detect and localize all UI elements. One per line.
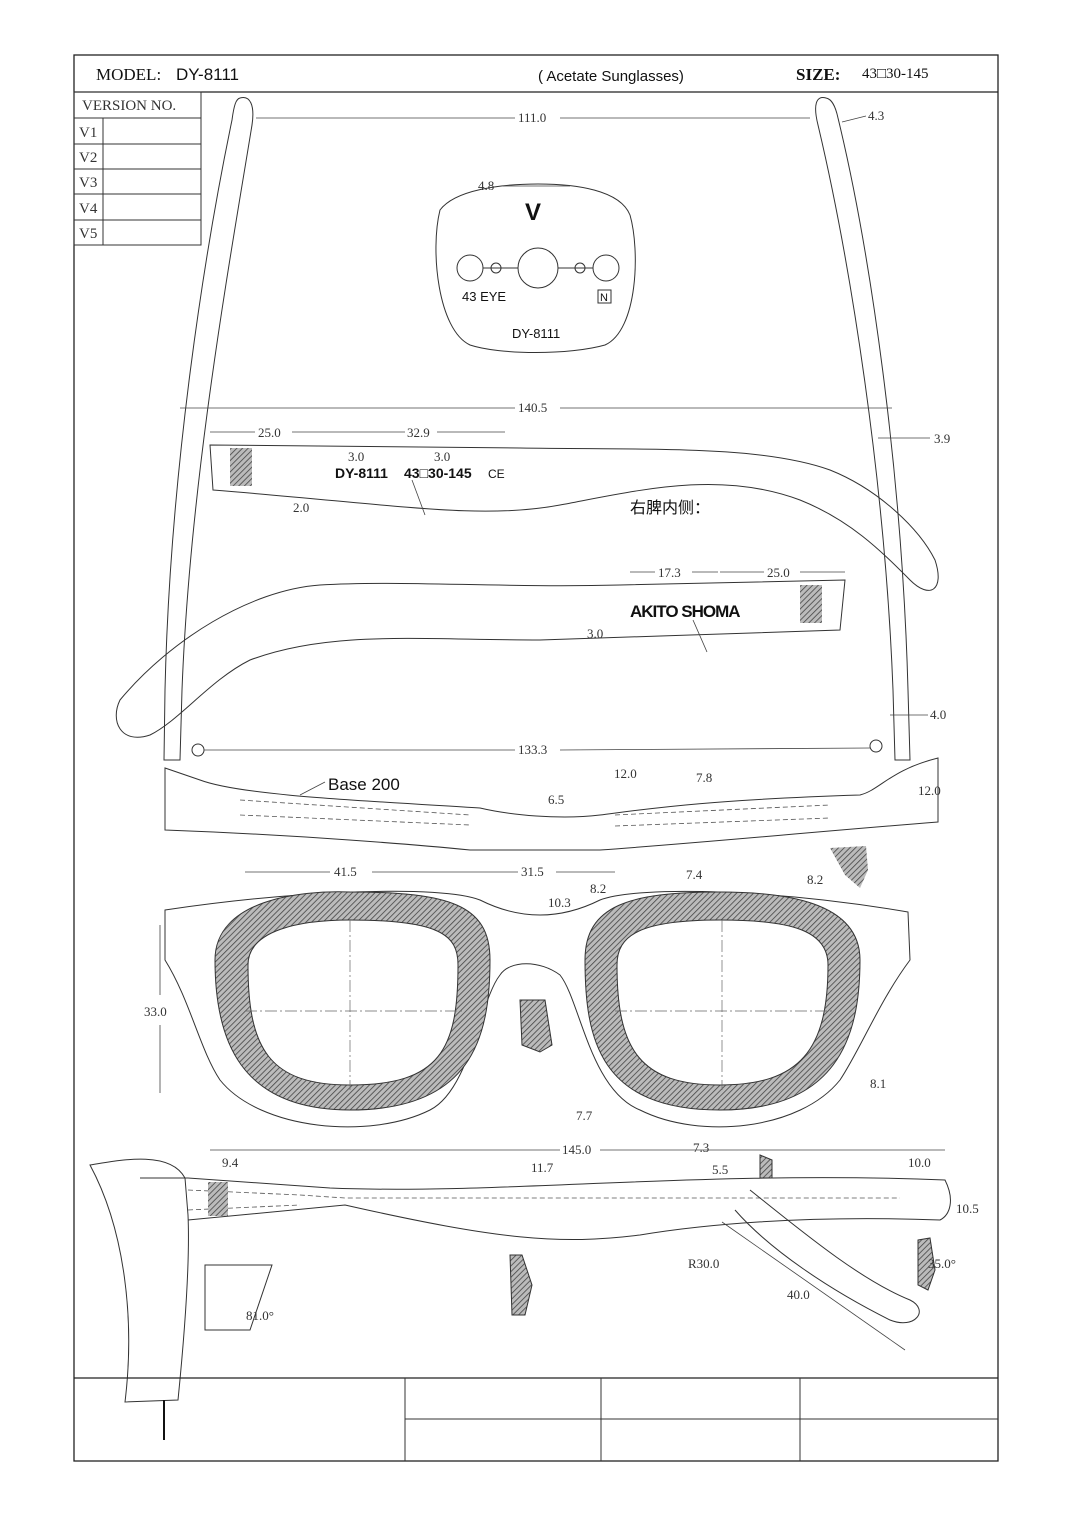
dim-rim-outer: 8.1 [870, 1076, 886, 1091]
dim-radius: R30.0 [688, 1256, 719, 1271]
dim-logo-offset-right: 25.0 [767, 565, 790, 580]
tag-model: DY-8111 [512, 326, 560, 341]
dim-bridge: 6.5 [548, 792, 564, 807]
tag-n-mark: N [600, 292, 608, 304]
nose-pad-section [830, 846, 868, 888]
version-row: V5 [79, 226, 97, 242]
version-row: V2 [79, 150, 97, 166]
right-temple-print: 17.3 25.0 AKITO SHOMA 3.0 [115, 565, 846, 738]
dim-rim-right: 8.2 [807, 872, 823, 887]
dim-bend: 40.0 [787, 1287, 810, 1302]
dim-rim-top: 7.4 [686, 867, 703, 882]
size-value: 43□30-145 [862, 66, 929, 82]
product-type: ( Acetate Sunglasses) [538, 68, 684, 85]
version-row: V1 [79, 125, 97, 141]
model-label: MODEL: [96, 65, 161, 84]
hinge-pin-icon [230, 448, 252, 486]
tag-logo: V [525, 199, 541, 226]
dim-temple-thickness: 3.9 [934, 431, 950, 446]
dim-tip-span: 111.0 [518, 110, 546, 125]
dim-tip-angle: 35.0° [928, 1256, 956, 1271]
side-view: 145.0 9.4 11.7 5.5 10.0 10.5 R30.0 35.0°… [89, 1142, 979, 1403]
dim-rim-bottom: 7.3 [693, 1140, 709, 1155]
dim-tip-height: 10.5 [956, 1201, 979, 1216]
model-value: DY-8111 [176, 65, 239, 84]
hinge-screw-left [191, 743, 205, 757]
dim-rim: 7.8 [696, 770, 712, 785]
dim-bridge-top: 12.0 [614, 766, 637, 781]
lens-tag: 4.8 V 43 EYE N DY-8111 [435, 178, 636, 353]
front-view: 41.5 31.5 8.2 7.4 8.2 10.3 33.0 8.1 7.7 … [144, 864, 911, 1155]
base-label: Base 200 [328, 775, 400, 794]
dim-side-hinge: 9.4 [222, 1155, 239, 1170]
hinge-screw-right [869, 739, 883, 753]
dim-bridge-height: 10.3 [548, 895, 571, 910]
version-table: VERSION NO. V1 V2 V3 V4 V5 [73, 91, 202, 246]
dim-pantoscopic: 81.0° [246, 1308, 274, 1323]
dim-tip-end: 10.0 [908, 1155, 931, 1170]
title-block [74, 1377, 998, 1461]
dim-brand-length: 17.3 [658, 565, 681, 580]
dim-tip-thickness: 4.3 [868, 108, 884, 123]
dim-rim-bottom-left: 7.7 [576, 1108, 593, 1123]
print-brand: AKITO SHOMA [630, 602, 740, 621]
nose-pad [519, 999, 553, 1053]
front-top-view: Base 200 12.0 7.8 6.5 12.0 [164, 757, 941, 888]
print-size: 43□30-145 [404, 465, 472, 481]
dim-brand-height: 3.0 [587, 626, 603, 641]
dim-logo-offset: 25.0 [258, 425, 281, 440]
dim-text-height: 2.0 [293, 500, 309, 515]
temples-top-view: 111.0 4.3 140.5 3.9 4.0 133.3 [163, 96, 950, 761]
dim-tag-width: 4.8 [478, 178, 494, 193]
hinge-pin-icon [800, 585, 822, 623]
dim-hinge-span: 133.3 [518, 742, 547, 757]
size-label: SIZE: [796, 65, 840, 84]
dim-tip-core: 5.5 [712, 1162, 728, 1177]
dim-bridge-width: 31.5 [521, 864, 544, 879]
left-temple-print: 25.0 32.9 3.0 3.0 DY-8111 43□30-145 CE 2… [209, 425, 939, 591]
dim-lens-width: 41.5 [334, 864, 357, 879]
header: MODEL: DY-8111 ( Acetate Sunglasses) SIZ… [96, 65, 929, 85]
dim-side-length: 145.0 [562, 1142, 591, 1157]
version-row: V3 [79, 175, 97, 191]
print-model: DY-8111 [335, 465, 388, 481]
tag-eye-size: 43 EYE [462, 289, 506, 304]
dim-temple-span: 140.5 [518, 400, 547, 415]
dim-lens-height: 33.0 [144, 1004, 167, 1019]
print-ce: CE [488, 467, 505, 481]
dim-gap2: 3.0 [434, 449, 450, 464]
version-title: VERSION NO. [82, 98, 176, 114]
dim-gap1: 3.0 [348, 449, 364, 464]
dim-rim-left: 8.2 [590, 881, 606, 896]
right-inside-label: 右脾内侧： [630, 499, 710, 517]
dim-text-length: 32.9 [407, 425, 430, 440]
dim-end: 12.0 [918, 783, 941, 798]
version-row: V4 [79, 201, 98, 217]
drawing-border [73, 54, 999, 1462]
dim-side-core: 11.7 [531, 1160, 554, 1175]
dim-hinge: 4.0 [930, 707, 946, 722]
